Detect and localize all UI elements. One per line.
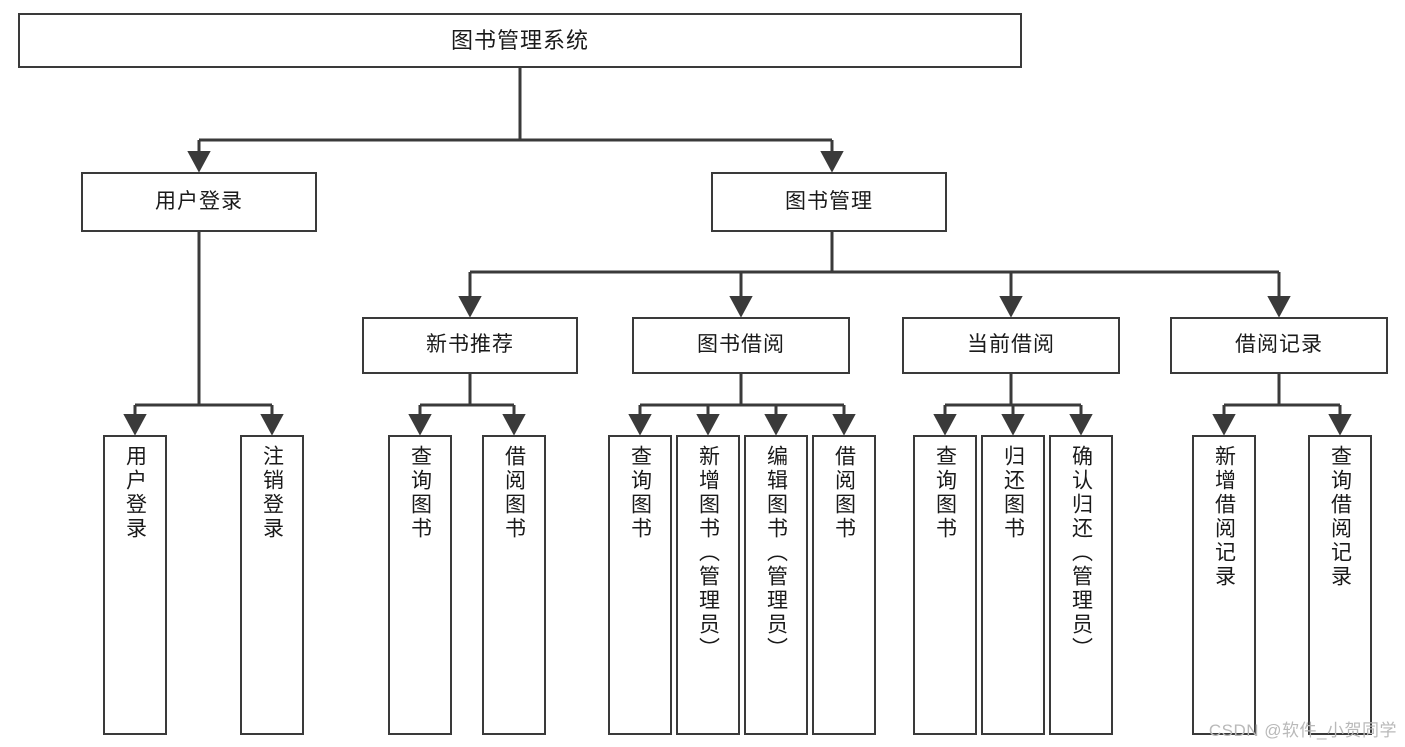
node-label: 用户登录 (155, 189, 243, 213)
watermark-text: CSDN @软件_小贺同学 (1208, 721, 1397, 740)
node-label: 图书借阅 (697, 333, 785, 357)
node-leaf-confirm-return-admin[interactable]: 确认归还（管理员） (1049, 435, 1113, 735)
node-label: 确认归还（管理员） (1069, 445, 1093, 661)
node-leaf-add-borrow-record[interactable]: 新增借阅记录 (1192, 435, 1256, 735)
node-leaf-logout[interactable]: 注销登录 (240, 435, 304, 735)
node-borrow-record[interactable]: 借阅记录 (1170, 317, 1388, 374)
node-label: 查询图书 (408, 445, 432, 541)
node-label: 借阅图书 (832, 445, 856, 541)
node-leaf-add-book-admin[interactable]: 新增图书（管理员） (676, 435, 740, 735)
node-label: 注销登录 (260, 445, 284, 541)
node-leaf-borrow-book-recommendation[interactable]: 借阅图书 (482, 435, 546, 735)
node-book-management[interactable]: 图书管理 (711, 172, 947, 232)
node-leaf-edit-book-admin[interactable]: 编辑图书（管理员） (744, 435, 808, 735)
node-label: 编辑图书（管理员） (764, 445, 788, 661)
node-label: 查询借阅记录 (1328, 445, 1352, 589)
node-leaf-user-login[interactable]: 用户登录 (103, 435, 167, 735)
node-label: 归还图书 (1001, 445, 1025, 541)
node-book-borrow[interactable]: 图书借阅 (632, 317, 850, 374)
node-user-login[interactable]: 用户登录 (81, 172, 317, 232)
node-label: 用户登录 (123, 445, 147, 541)
node-leaf-query-book-borrow[interactable]: 查询图书 (608, 435, 672, 735)
node-leaf-query-borrow-record[interactable]: 查询借阅记录 (1308, 435, 1372, 735)
node-label: 新增借阅记录 (1212, 445, 1236, 589)
node-label: 借阅记录 (1235, 333, 1323, 357)
node-label: 借阅图书 (502, 445, 526, 541)
node-label: 查询图书 (933, 445, 957, 541)
node-leaf-query-book-current[interactable]: 查询图书 (913, 435, 977, 735)
node-leaf-borrow-book[interactable]: 借阅图书 (812, 435, 876, 735)
node-label: 图书管理系统 (450, 27, 589, 53)
node-leaf-return-book[interactable]: 归还图书 (981, 435, 1045, 735)
node-label: 图书管理 (785, 189, 873, 213)
node-label: 新增图书（管理员） (696, 445, 720, 661)
node-root-system[interactable]: 图书管理系统 (18, 13, 1022, 68)
node-new-book-recommendation[interactable]: 新书推荐 (362, 317, 578, 374)
node-label: 新书推荐 (426, 333, 514, 357)
node-label: 当前借阅 (967, 333, 1055, 357)
node-leaf-query-book-recommendation[interactable]: 查询图书 (388, 435, 452, 735)
node-current-borrow[interactable]: 当前借阅 (902, 317, 1120, 374)
node-label: 查询图书 (628, 445, 652, 541)
